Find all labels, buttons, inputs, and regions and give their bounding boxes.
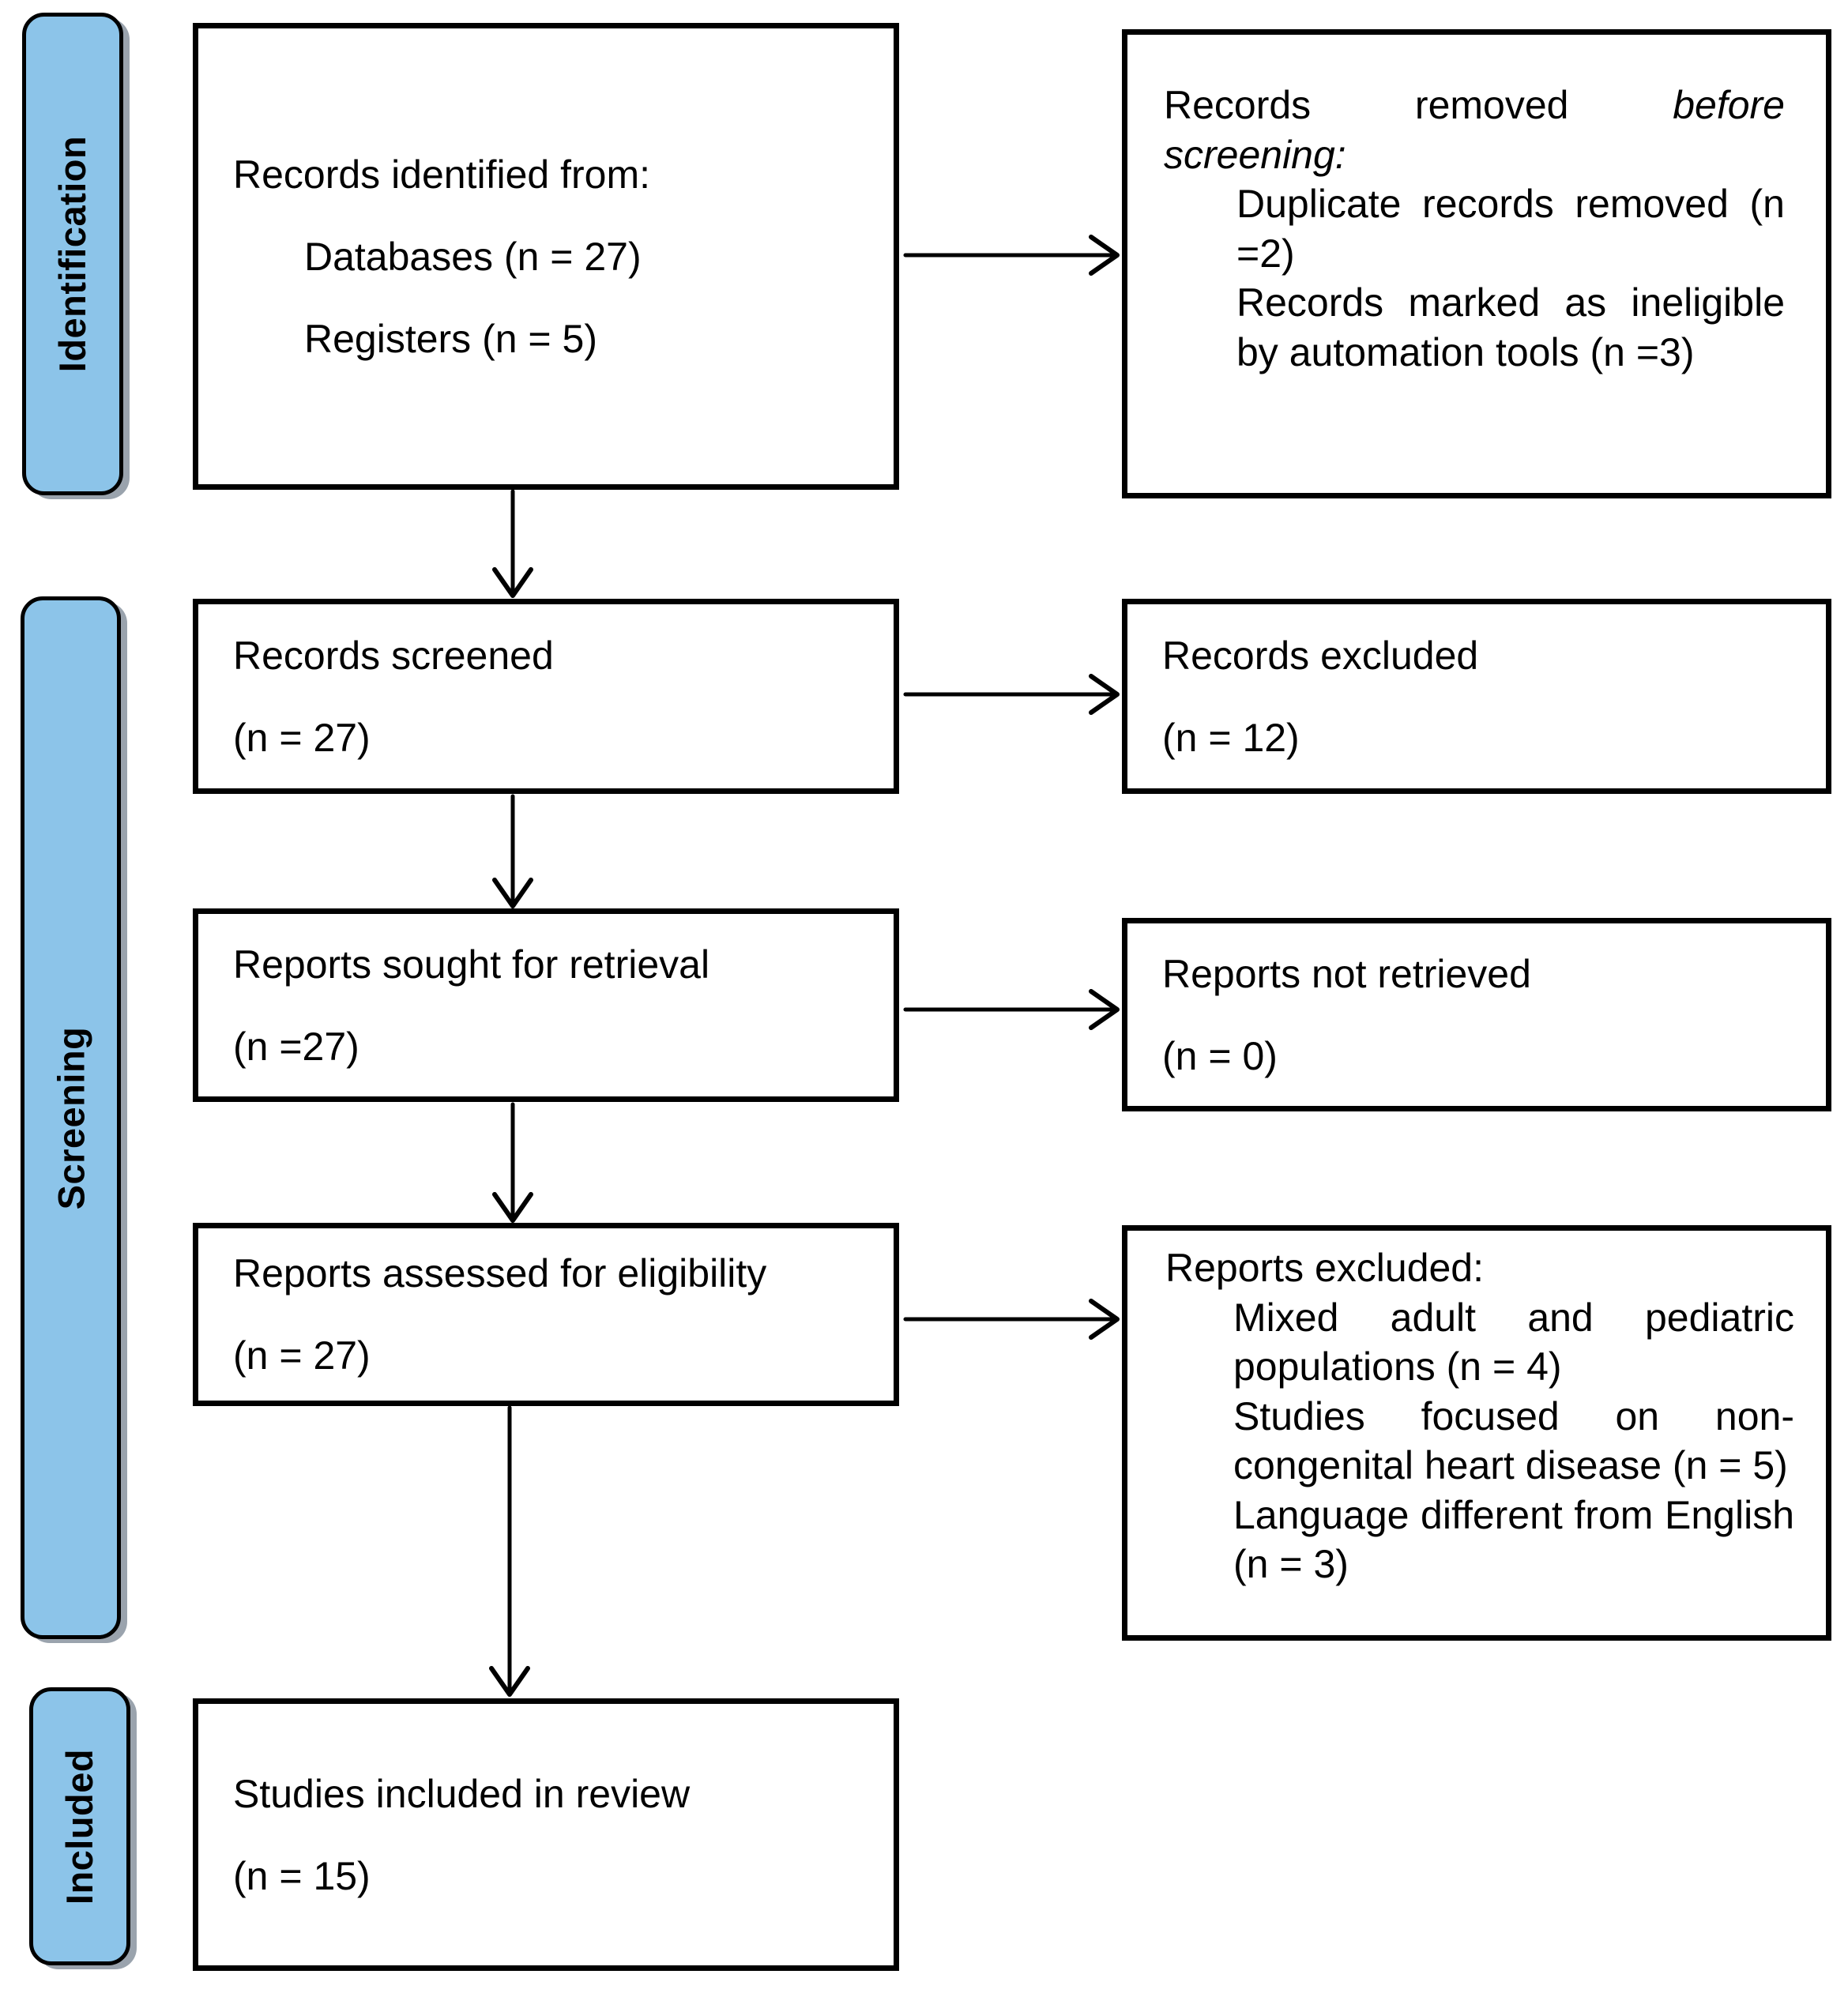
reports-excluded-mixed-populations: Mixed adult and pediatric populations (n… xyxy=(1233,1295,1794,1389)
box-records-removed: Records removed before screening: Duplic… xyxy=(1122,29,1831,498)
records-removed-title-prefix: Records removed xyxy=(1164,83,1673,127)
records-removed-automation: Records marked as ineligible by automati… xyxy=(1236,280,1785,374)
studies-included-count: (n = 15) xyxy=(233,1853,371,1898)
reports-excluded-language: Language different from English (n = 3) xyxy=(1233,1492,1794,1587)
box-records-excluded: Records excluded (n = 12) xyxy=(1122,599,1831,794)
box-reports-not-retrieved: Reports not retrieved (n = 0) xyxy=(1122,918,1831,1111)
reports-sought-label: Reports sought for retrieval xyxy=(233,942,710,987)
records-identified-title: Records identified from: xyxy=(233,152,651,197)
stage-label-identification: Identification xyxy=(22,13,123,495)
reports-excluded-non-congenital: Studies focused on non-congenital heart … xyxy=(1233,1393,1794,1488)
box-records-identified: Records identified from: Databases (n = … xyxy=(193,23,899,490)
box-records-screened: Records screened (n = 27) xyxy=(193,599,899,794)
reports-not-retrieved-count: (n = 0) xyxy=(1162,1033,1278,1078)
reports-assessed-count: (n = 27) xyxy=(233,1333,371,1378)
box-reports-assessed: Reports assessed for eligibility (n = 27… xyxy=(193,1223,899,1406)
arrow-sought-to-not-retrieved xyxy=(903,989,1120,1030)
reports-assessed-label: Reports assessed for eligibility xyxy=(233,1251,767,1295)
stage-label-included: Included xyxy=(29,1687,130,1965)
stage-label-screening-text: Screening xyxy=(50,1026,92,1209)
stage-label-identification-text: Identification xyxy=(51,135,94,373)
records-removed-title-italic: before screening: xyxy=(1164,83,1785,177)
arrow-screened-to-sought xyxy=(492,794,533,908)
reports-sought-count: (n =27) xyxy=(233,1024,359,1069)
arrow-sought-to-assessed xyxy=(492,1102,533,1223)
box-reports-excluded: Reports excluded: Mixed adult and pediat… xyxy=(1122,1225,1831,1641)
records-screened-label: Records screened xyxy=(233,633,554,678)
records-removed-title: Records removed before screening: xyxy=(1164,81,1785,179)
box-studies-included: Studies included in review (n = 15) xyxy=(193,1698,899,1971)
arrow-identified-to-removed xyxy=(903,235,1120,276)
records-removed-duplicates: Duplicate records removed (n =2) xyxy=(1236,182,1785,276)
records-identified-databases: Databases (n = 27) xyxy=(304,234,642,279)
reports-not-retrieved-label: Reports not retrieved xyxy=(1162,951,1531,996)
box-reports-sought: Reports sought for retrieval (n =27) xyxy=(193,908,899,1102)
records-identified-registers: Registers (n = 5) xyxy=(304,316,597,361)
arrow-assessed-to-included xyxy=(489,1405,530,1697)
arrow-screened-to-excluded xyxy=(903,674,1120,715)
stage-label-screening: Screening xyxy=(21,596,121,1639)
arrow-identified-to-screened xyxy=(492,489,533,598)
records-excluded-label: Records excluded xyxy=(1162,633,1479,678)
records-screened-count: (n = 27) xyxy=(233,715,371,760)
reports-excluded-title: Reports excluded: xyxy=(1165,1246,1485,1290)
arrow-assessed-to-reports-excluded xyxy=(903,1299,1120,1340)
records-excluded-count: (n = 12) xyxy=(1162,715,1300,760)
studies-included-label: Studies included in review xyxy=(233,1771,691,1816)
stage-label-included-text: Included xyxy=(58,1748,101,1905)
